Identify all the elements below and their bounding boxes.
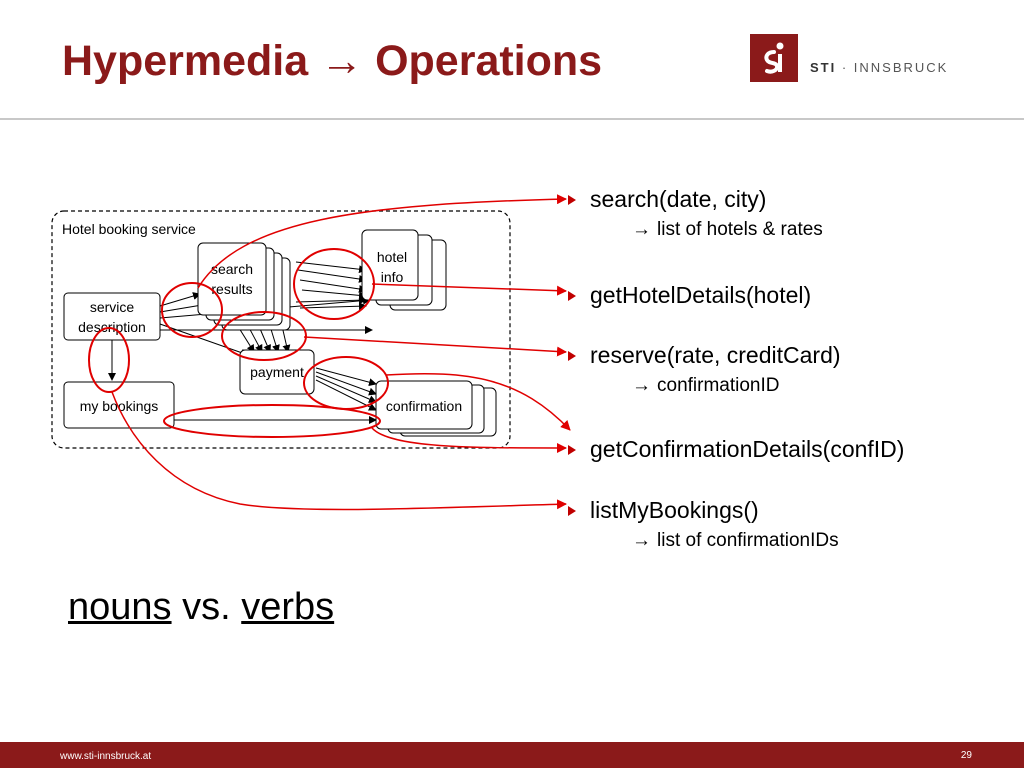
node-payment-label: payment bbox=[250, 364, 304, 380]
connector-get-confirmation bbox=[371, 427, 567, 453]
operation-connectors bbox=[111, 194, 571, 511]
highlight-ellipse bbox=[163, 404, 381, 438]
bullet-triangle-icon bbox=[568, 506, 576, 516]
sti-logo-icon bbox=[750, 34, 798, 82]
connector-list-my-bookings bbox=[111, 391, 567, 511]
highlight-ellipse bbox=[221, 311, 307, 361]
page-number: 29 bbox=[960, 750, 972, 761]
highlight-ellipse bbox=[161, 282, 223, 338]
flow-arrow bbox=[295, 261, 367, 274]
service-container-label: Hotel booking service bbox=[62, 221, 196, 237]
operation-item: reserve(rate, creditCard) → confirmationI… bbox=[568, 342, 841, 397]
operation-row: getHotelDetails(hotel) bbox=[568, 282, 811, 310]
node-my-bookings bbox=[63, 381, 175, 429]
node-service-description-line2: description bbox=[78, 319, 146, 335]
operation-item: listMyBookings() → list of confirmationID… bbox=[568, 497, 839, 552]
result-arrow-icon: → bbox=[632, 218, 651, 240]
operation-result: → confirmationID bbox=[568, 375, 841, 397]
bullet-triangle-icon bbox=[568, 351, 576, 361]
operation-result-text: list of hotels & rates bbox=[657, 218, 823, 240]
bullet-triangle-icon bbox=[568, 291, 576, 301]
operation-name: reserve(rate, creditCard) bbox=[590, 342, 841, 368]
connector-get-hotel-details bbox=[371, 283, 567, 296]
bullet-triangle-icon bbox=[568, 445, 576, 455]
footer-url: www.sti-innsbruck.at bbox=[60, 751, 152, 762]
node-service-description bbox=[63, 292, 161, 341]
operation-row: listMyBookings() bbox=[568, 497, 839, 525]
flow-arrow bbox=[159, 323, 249, 357]
flow-arrow bbox=[315, 367, 377, 387]
header-divider bbox=[0, 118, 1024, 120]
flow-arrow bbox=[295, 296, 367, 305]
operation-name: getHotelDetails(hotel) bbox=[590, 282, 812, 308]
logo-wordmark: STI · INNSBRUCK bbox=[810, 60, 948, 75]
node-confirmation-label: confirmation bbox=[386, 398, 462, 414]
flow-arrow bbox=[159, 292, 201, 307]
flow-arrow bbox=[297, 269, 367, 283]
operation-row: reserve(rate, creditCard) bbox=[568, 342, 841, 370]
operation-item: search(date, city) → list of hotels & rat… bbox=[568, 186, 823, 241]
caption-verbs: verbs bbox=[241, 586, 335, 628]
title-part-operations: Operations bbox=[375, 37, 603, 85]
highlight-ellipse bbox=[88, 327, 130, 393]
footer-bar: www.sti-innsbruck.at 29 bbox=[0, 742, 1024, 768]
logo-wordmark-rest: · INNSBRUCK bbox=[836, 60, 949, 75]
service-container-border bbox=[51, 210, 511, 449]
result-arrow-icon: → bbox=[632, 374, 651, 396]
operation-name: search(date, city) bbox=[590, 186, 767, 212]
flow-arrow bbox=[299, 279, 367, 293]
flow-arrow bbox=[315, 371, 377, 396]
node-confirmation bbox=[375, 380, 473, 430]
flow-arrow bbox=[301, 289, 367, 300]
flow-arrow bbox=[315, 375, 377, 403]
result-arrow-icon: → bbox=[632, 529, 651, 551]
slide-title: Hypermedia → Operations bbox=[62, 40, 602, 83]
operation-name: listMyBookings() bbox=[590, 497, 759, 523]
connector-confirmation-details bbox=[385, 373, 571, 431]
operation-result-text: list of confirmationIDs bbox=[657, 529, 839, 551]
highlight-ellipses bbox=[88, 248, 389, 438]
node-hotel-info-line2: info bbox=[381, 269, 404, 285]
operation-item: getConfirmationDetails(confID) bbox=[568, 436, 904, 464]
node-search-results-stack bbox=[197, 242, 291, 331]
caption-nouns: nouns bbox=[68, 586, 172, 628]
node-hotel-info bbox=[361, 229, 419, 301]
node-search-results-line2: results bbox=[211, 281, 252, 297]
operation-result-text: confirmationID bbox=[657, 374, 780, 396]
node-hotel-info-line1: hotel bbox=[377, 249, 407, 265]
node-search-results-line1: search bbox=[211, 261, 253, 277]
operation-list: search(date, city) → list of hotels & rat… bbox=[568, 0, 1008, 600]
operation-result: → list of confirmationIDs bbox=[568, 530, 839, 552]
node-search-results bbox=[197, 242, 267, 316]
flow-arrow bbox=[299, 302, 367, 311]
connector-search bbox=[197, 194, 567, 289]
node-hotel-info-stack bbox=[361, 229, 447, 311]
bullet-triangle-icon bbox=[568, 195, 576, 205]
title-part-hypermedia: Hypermedia bbox=[62, 37, 309, 85]
node-service-description-line1: service bbox=[90, 299, 135, 315]
node-confirmation-stack bbox=[375, 380, 497, 437]
sti-innsbruck-logo: STI · INNSBRUCK bbox=[750, 34, 950, 84]
node-payment bbox=[239, 349, 315, 395]
operation-item: getHotelDetails(hotel) bbox=[568, 282, 811, 310]
node-my-bookings-label: my bookings bbox=[80, 398, 159, 414]
logo-wordmark-bold: STI bbox=[810, 60, 837, 75]
operation-row: getConfirmationDetails(confID) bbox=[568, 436, 904, 464]
hotel-booking-diagram: Hotel booking service service descriptio… bbox=[51, 194, 571, 511]
operation-result: → list of hotels & rates bbox=[568, 219, 823, 241]
title-arrow-icon: → bbox=[320, 37, 364, 85]
connector-reserve bbox=[303, 336, 567, 357]
nouns-vs-verbs-caption: nouns vs. verbs bbox=[68, 586, 334, 629]
operation-name: getConfirmationDetails(confID) bbox=[590, 436, 905, 462]
caption-vs: vs. bbox=[171, 586, 242, 628]
operation-row: search(date, city) bbox=[568, 186, 823, 214]
